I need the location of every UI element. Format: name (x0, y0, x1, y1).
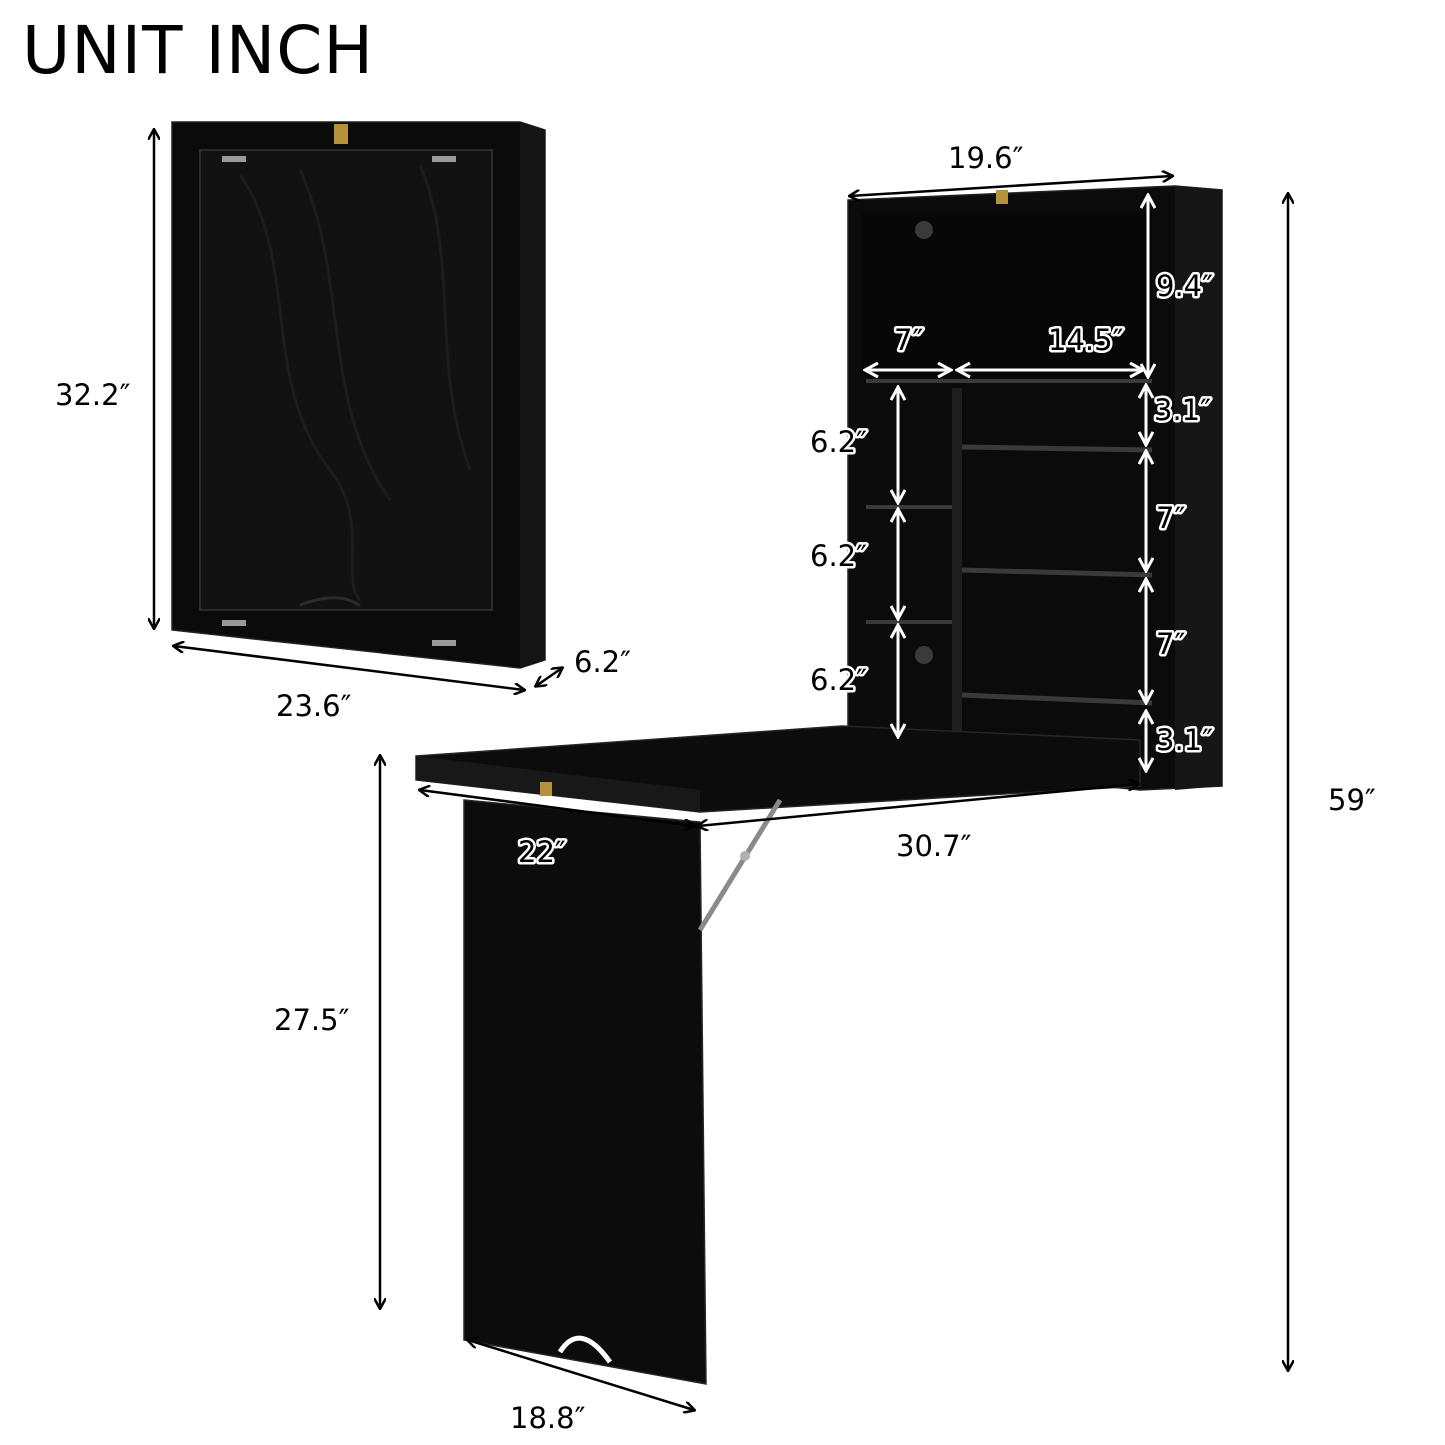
hinge-icon (432, 156, 456, 162)
latch-icon (334, 124, 348, 144)
folded-depth-label: 6.2″ (574, 645, 631, 679)
right-shelf (961, 692, 1153, 706)
hinge-icon (432, 640, 456, 646)
left-compartment-label: 6.2″ (810, 663, 867, 697)
total-height-label: 59″ (1328, 783, 1376, 817)
hinge-icon (222, 620, 246, 626)
folded-depth-arrow (536, 668, 562, 686)
wood-grain (298, 169, 392, 501)
latch-icon (540, 782, 552, 796)
hinge-icon (222, 156, 246, 162)
left-compartment-label: 6.2″ (810, 539, 867, 573)
folded-width-label: 23.6″ (276, 689, 352, 723)
right-gap-top-label: 3.1″ (1154, 393, 1211, 427)
top-width-arrow (850, 176, 1172, 196)
desk-width-arrow (698, 784, 1138, 826)
top-compartment (862, 212, 1152, 377)
desk-depth-label: 22″ (518, 835, 566, 869)
folded-cabinet-side (520, 122, 545, 668)
screw-hole (915, 221, 933, 239)
folded-height-label: 32.2″ (55, 378, 131, 412)
right-gap-bottom-label: 3.1″ (1156, 723, 1213, 757)
top-shelf-height-label: 9.4″ (1156, 269, 1213, 303)
folded-cabinet (171, 121, 546, 669)
right-shelf-label: 7″ (1156, 501, 1185, 535)
handle-cutout (299, 596, 361, 608)
desk-depth-arrow (420, 790, 694, 826)
vertical-divider (952, 388, 962, 733)
unit-title: UNIT INCH (22, 12, 374, 89)
leg-height-label: 27.5″ (274, 1003, 350, 1037)
top-width-label: 19.6″ (948, 141, 1024, 175)
latch-icon (996, 190, 1008, 204)
left-compartment-label: 6.2″ (810, 425, 867, 459)
wall-cabinet-side (1175, 186, 1222, 790)
desk-leg (463, 799, 707, 1385)
unfolded-desk (415, 185, 1223, 1385)
leg-width-label: 18.8″ (510, 1401, 586, 1435)
wood-grain (418, 164, 472, 471)
left-width-label: 7″ (894, 323, 923, 357)
wood-grain (238, 174, 362, 602)
right-shelf (961, 444, 1153, 453)
right-shelf (961, 567, 1153, 578)
folded-door-panel (199, 149, 493, 611)
leg-width-arrow (468, 1340, 694, 1410)
strut-pivot (740, 851, 750, 861)
folded-width-arrow (174, 646, 524, 690)
screw-hole (915, 646, 933, 664)
right-shelf-label: 7″ (1156, 627, 1185, 661)
desk-width-label: 30.7″ (896, 829, 972, 863)
right-width-label: 14.5″ (1048, 323, 1124, 357)
